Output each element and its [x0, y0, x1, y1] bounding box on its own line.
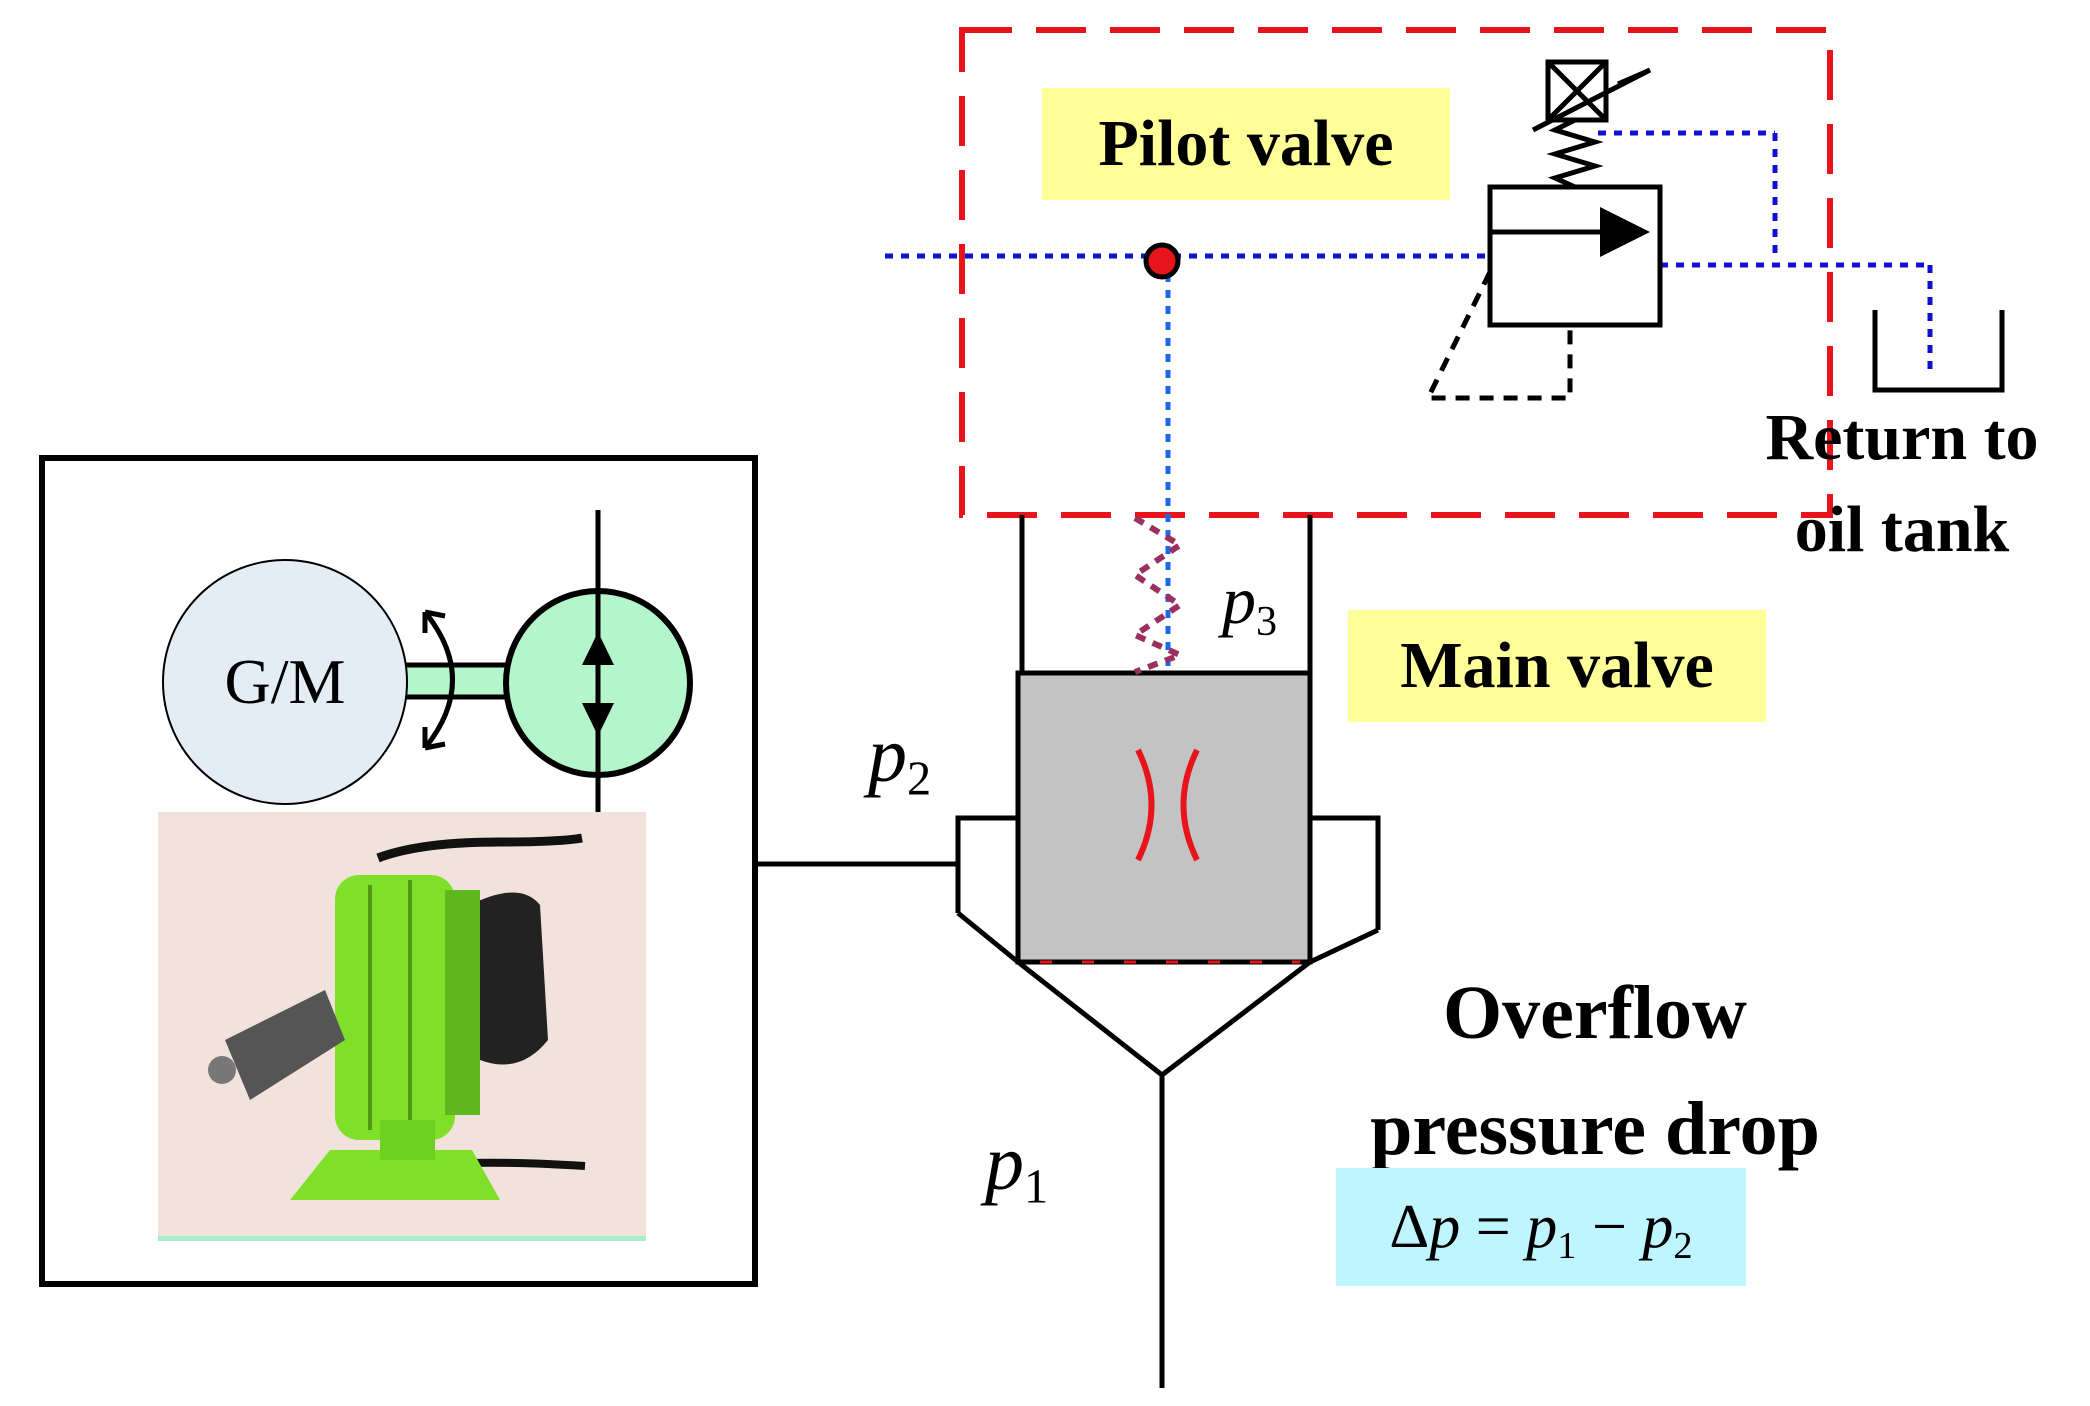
- p3-subscript: 3: [1256, 597, 1278, 645]
- formula-sub2: 2: [1673, 1224, 1693, 1267]
- formula-equals: =: [1460, 1193, 1527, 1261]
- return-line1: Return to: [1765, 401, 2039, 474]
- delta-p-formula: Δp = p1 − p2: [1336, 1168, 1746, 1286]
- pressure-p3-label: p3: [1222, 560, 1277, 662]
- generator-motor-label: G/M: [185, 644, 385, 720]
- formula-minus: −: [1576, 1193, 1643, 1261]
- pilot-control-line: [1423, 270, 1573, 401]
- return-line2: oil tank: [1794, 493, 2010, 566]
- pressure-p1-label: p1: [985, 1118, 1048, 1233]
- p3-symbol: p: [1222, 562, 1256, 638]
- formula-p: p: [1429, 1193, 1461, 1261]
- main-valve-label: Main valve: [1348, 610, 1766, 722]
- generator-motor-text: G/M: [224, 646, 346, 717]
- overflow-line2: pressure drop: [1370, 1087, 1820, 1171]
- p2-subscript: 2: [907, 752, 932, 806]
- p1-subscript: 1: [1024, 1160, 1049, 1214]
- main-valve-housing: [755, 515, 1381, 1388]
- machine-photo: [158, 812, 646, 1241]
- formula-sub1: 1: [1557, 1224, 1577, 1267]
- pilot-valve-text: Pilot valve: [1098, 107, 1394, 180]
- main-valve-spool: [1015, 670, 1313, 965]
- tank-icon: [1872, 310, 2005, 393]
- rotation-arrow-icon: [422, 609, 455, 751]
- main-spring-icon: [1128, 515, 1188, 675]
- formula-delta: Δ: [1389, 1193, 1430, 1261]
- pump-triangle-up: [582, 632, 614, 665]
- formula-p1: p: [1526, 1193, 1558, 1261]
- spring-icon: [1546, 117, 1604, 190]
- pilot-valve-boundary: [959, 27, 1833, 518]
- main-valve-text: Main valve: [1400, 629, 1714, 702]
- pilot-valve-body: [1487, 184, 1663, 328]
- orifice-icon: [1135, 748, 1200, 862]
- pressure-p2-label: p2: [868, 710, 931, 825]
- return-tank-label: Return to oil tank: [1722, 392, 2082, 576]
- pump-triangle-down: [582, 703, 614, 736]
- p2-symbol: p: [868, 711, 907, 798]
- p1-symbol: p: [985, 1119, 1024, 1206]
- overflow-pressure-drop-label: Overflow pressure drop: [1315, 955, 1875, 1187]
- solenoid-icon: [1531, 59, 1652, 133]
- pilot-valve-label: Pilot valve: [1042, 88, 1450, 200]
- overflow-line1: Overflow: [1443, 971, 1747, 1055]
- pilot-flow-lines: [885, 130, 1933, 375]
- junction-node: [1143, 242, 1181, 280]
- generator-motor-circle: [162, 559, 408, 805]
- formula-p2: p: [1642, 1193, 1674, 1261]
